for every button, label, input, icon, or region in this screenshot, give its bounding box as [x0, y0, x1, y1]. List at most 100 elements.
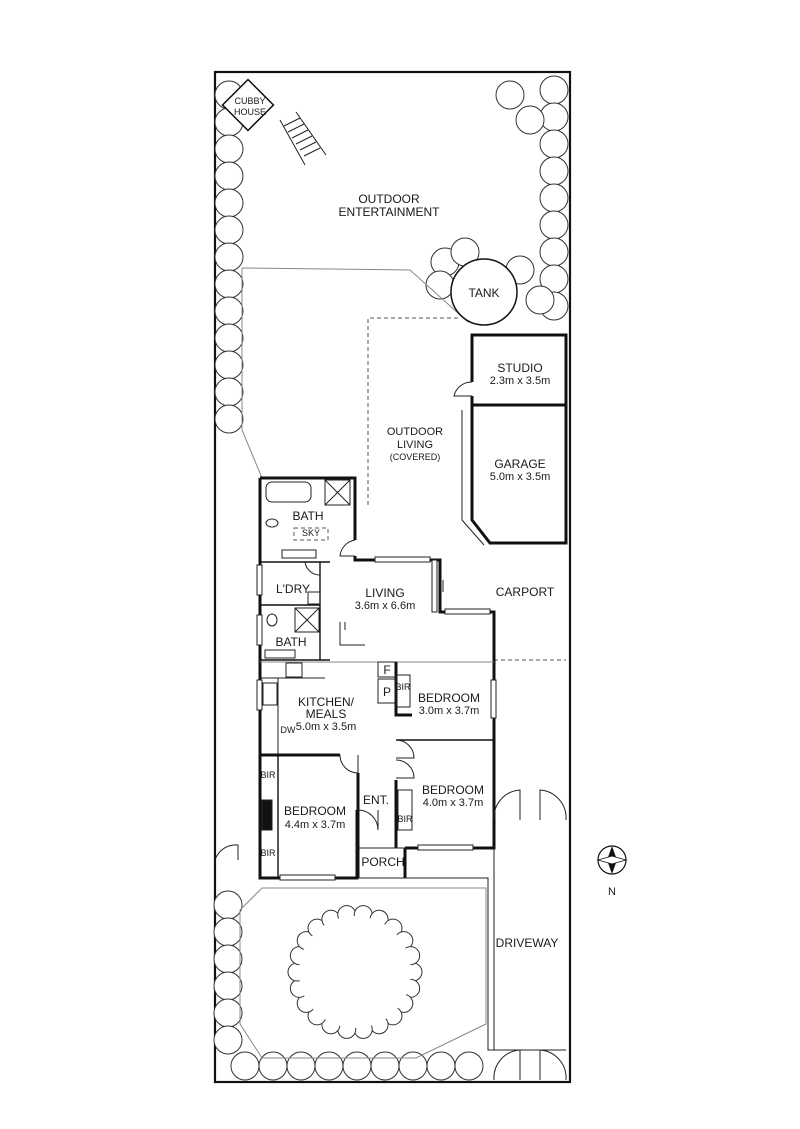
windows — [256, 556, 497, 881]
shrub-icon — [539, 75, 569, 105]
shrub-icon — [539, 129, 569, 159]
shower-lower-icon — [294, 607, 320, 633]
studio: STUDIO 2.3m x 3.5m — [453, 333, 568, 407]
shrub-icon — [495, 80, 525, 110]
bedroom-sw: BIR BIR BEDROOM 4.4m x 3.7m — [260, 753, 360, 878]
laundry-label: L'DRY — [276, 582, 310, 596]
carport-label: CARPORT — [496, 585, 555, 599]
vanity-lower-icon — [264, 649, 296, 659]
garage-size: 5.0m x 3.5m — [490, 471, 551, 483]
shrub-icon — [425, 270, 455, 300]
shrub-icon — [214, 377, 244, 407]
cubby-label-2: HOUSE — [234, 107, 266, 117]
shower-icon — [324, 479, 351, 506]
bedroom-ne-size: 3.0m x 3.7m — [419, 705, 480, 717]
skylight-label: SKY — [302, 528, 320, 538]
pantry-label: P — [383, 685, 391, 699]
cubby-house: CUBBY HOUSE — [221, 78, 327, 166]
garage-label: GARAGE — [494, 457, 545, 471]
toilet-icon — [265, 518, 279, 528]
shrub-icon — [214, 215, 244, 245]
bathtub-icon — [265, 481, 312, 503]
bir-ne — [395, 674, 411, 708]
bedroom-ne: BIR BEDROOM 3.0m x 3.7m — [394, 662, 494, 759]
cubby-stairs — [279, 111, 327, 166]
driveway-gates — [493, 789, 567, 1081]
living-label: LIVING — [365, 586, 404, 600]
shrub-icon — [213, 890, 243, 920]
shrub-icon — [539, 156, 569, 186]
shrub-icon — [258, 1051, 288, 1081]
skylight-outline — [293, 527, 329, 541]
garage: GARAGE 5.0m x 3.5m — [461, 405, 568, 546]
property-boundary — [213, 70, 572, 1084]
shrub-icon — [214, 242, 244, 272]
front-garden-bed — [239, 887, 487, 1059]
shrub-icon — [454, 1051, 484, 1081]
shrub-icon — [539, 210, 569, 240]
bedroom-sw-size: 4.4m x 3.7m — [285, 819, 346, 831]
shrub-icon — [398, 1051, 428, 1081]
shrub-icon — [314, 1051, 344, 1081]
outdoor-entertainment-label-2: ENTERTAINMENT — [339, 205, 441, 219]
bir-ne-label: BIR — [395, 682, 411, 692]
washer-icon — [307, 591, 321, 605]
studio-size: 2.3m x 3.5m — [490, 375, 551, 387]
shrub-icon — [214, 350, 244, 380]
dishwasher-label: DW — [281, 725, 296, 735]
front-tree-icon — [287, 905, 423, 1039]
shrub-icon — [214, 323, 244, 353]
bath-lower: BATH — [260, 605, 330, 661]
shrub-icon — [213, 917, 243, 947]
bath-top: BATH SKY — [260, 479, 351, 563]
shrub-icon — [539, 237, 569, 267]
kitchen: KITCHEN/ MEALS 5.0m x 3.5m DW F P — [260, 661, 494, 755]
sink-icon — [262, 682, 278, 706]
entry-porch: ENT. PORCH — [357, 793, 566, 1051]
side-gate — [214, 844, 239, 861]
kitchen-size: 5.0m x 3.5m — [296, 721, 357, 733]
kitchen-label-2: MEALS — [306, 707, 347, 721]
shrub-icon — [286, 1051, 316, 1081]
north-label: N — [608, 886, 616, 898]
shrub-icon — [213, 998, 243, 1028]
bedroom-sw-label: BEDROOM — [284, 804, 346, 818]
toilet-lower-icon — [266, 613, 278, 627]
water-tank — [450, 258, 518, 326]
shrub-icon — [539, 183, 569, 213]
shrub-icon — [213, 944, 243, 974]
outdoor-area-edge — [241, 267, 469, 323]
entry-label: ENT. — [363, 793, 389, 807]
shrub-icon — [213, 1025, 243, 1055]
outdoor-living-label-1: OUTDOOR — [387, 426, 443, 438]
shrub-icon — [230, 1051, 260, 1081]
bedroom-ne-label: BEDROOM — [418, 691, 480, 705]
cooktop-icon — [285, 662, 303, 678]
tank-label: TANK — [468, 286, 499, 300]
shrub-icon — [342, 1051, 372, 1081]
outdoor-entertainment-label-1: OUTDOOR — [358, 192, 420, 206]
shrub-icon — [214, 134, 244, 164]
studio-label: STUDIO — [497, 361, 542, 375]
bir-se-label: BIR — [397, 814, 413, 824]
fridge-label: F — [383, 663, 390, 677]
vanity-icon — [281, 549, 317, 559]
shrub-icon — [213, 971, 243, 1001]
shrub-icon — [525, 285, 555, 315]
porch-label: PORCH — [361, 855, 404, 869]
shrub-icon — [214, 269, 244, 299]
bath-lower-label: BATH — [275, 635, 306, 649]
bir-sw1-label: BIR — [260, 770, 276, 780]
shrub-icon — [214, 161, 244, 191]
outdoor-living-label-2: LIVING — [397, 439, 433, 451]
tree-canopy-fill — [299, 916, 411, 1028]
shrub-icon — [426, 1051, 456, 1081]
outdoor-living-boundary — [367, 317, 460, 505]
bedroom-se: BIR BEDROOM 4.0m x 3.7m — [394, 759, 484, 848]
bir-sw2-label: BIR — [260, 848, 276, 858]
driveway-label: DRIVEWAY — [496, 936, 559, 950]
laundry: L'DRY — [260, 561, 321, 606]
shrub-icon — [370, 1051, 400, 1081]
living-size: 3.6m x 6.6m — [355, 600, 416, 612]
